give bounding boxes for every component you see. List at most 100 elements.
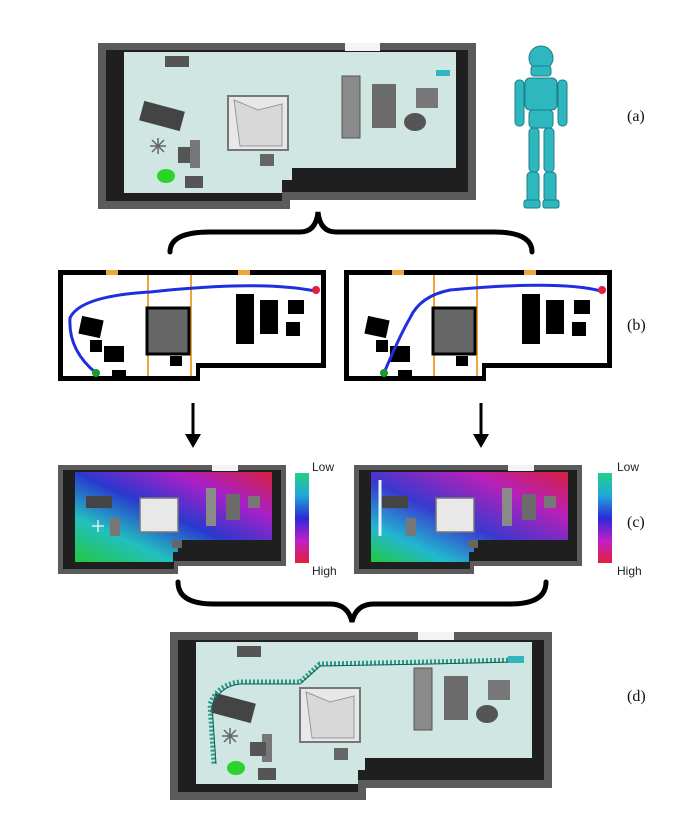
shelf xyxy=(110,518,120,536)
door-mark xyxy=(190,275,192,376)
shelf xyxy=(262,734,272,762)
colorbar-low-label: Low xyxy=(312,460,334,474)
goal-point xyxy=(312,286,320,294)
door-gap xyxy=(345,43,380,51)
sofa xyxy=(502,488,512,526)
obstacle xyxy=(456,356,468,366)
stool xyxy=(172,540,182,548)
armchair xyxy=(488,680,510,700)
fan-icon xyxy=(222,728,238,744)
obstacle xyxy=(522,294,540,344)
chair xyxy=(250,742,266,756)
fan-icon xyxy=(92,520,104,532)
obstacle xyxy=(286,322,300,336)
panel-label-d: (d) xyxy=(627,688,646,705)
sofa xyxy=(206,488,216,526)
table xyxy=(226,494,240,520)
colorbar-gradient xyxy=(598,473,612,563)
armchair xyxy=(544,496,556,508)
stool xyxy=(260,154,274,166)
panel-d-trajectory xyxy=(170,632,552,800)
down-arrow-icon xyxy=(473,403,489,448)
shelf xyxy=(406,518,416,536)
stool xyxy=(468,540,478,548)
obstacle xyxy=(398,370,412,378)
obstacle xyxy=(288,300,304,314)
panel-label-c: (c) xyxy=(627,514,645,531)
start-point xyxy=(380,369,388,377)
planned-path xyxy=(68,284,316,375)
panel-label-a: (a) xyxy=(627,108,645,125)
sofa xyxy=(413,667,433,731)
obstacle xyxy=(90,340,102,352)
obstacle-bed xyxy=(145,306,191,356)
obstacle xyxy=(260,300,278,334)
obstacle xyxy=(112,370,126,378)
desk xyxy=(382,496,408,508)
humanoid-robot-icon xyxy=(514,45,568,209)
goal-point xyxy=(598,286,606,294)
tv-stand xyxy=(165,56,189,67)
obstacle xyxy=(376,340,388,352)
obstacle-bed xyxy=(431,306,477,356)
shelf-a xyxy=(190,140,200,168)
door-mark xyxy=(392,270,404,275)
colorbar-gradient xyxy=(295,473,309,563)
chair-round xyxy=(476,705,498,723)
desk xyxy=(86,496,112,508)
bed xyxy=(139,497,179,533)
down-arrow-icon xyxy=(185,403,201,448)
bed xyxy=(435,497,475,533)
desk xyxy=(210,692,256,724)
obstacle xyxy=(170,356,182,366)
door-mark xyxy=(106,270,118,275)
green-bin xyxy=(227,761,245,775)
panel-c-heatmap-left xyxy=(58,465,286,574)
colorbar-high-label: High xyxy=(617,564,642,578)
robot-trajectory xyxy=(207,657,517,765)
brace-icon xyxy=(175,579,549,623)
door-mark xyxy=(476,275,478,376)
panel-b-map-left xyxy=(58,270,326,381)
table xyxy=(444,676,468,720)
armchair xyxy=(248,496,260,508)
obstacle xyxy=(236,294,254,344)
brace-icon xyxy=(167,211,535,255)
green-bin xyxy=(157,169,175,183)
door-gap xyxy=(212,465,238,471)
planned-path xyxy=(382,283,602,374)
box xyxy=(258,768,276,780)
obstacle xyxy=(364,315,390,339)
chair-round xyxy=(404,113,426,131)
door-gap xyxy=(418,632,454,640)
obstacle xyxy=(574,300,590,314)
panel-a-environment xyxy=(98,43,476,209)
colorbar-low-label: Low xyxy=(617,460,639,474)
obstacle xyxy=(572,322,586,336)
desk xyxy=(139,100,185,132)
bed-sheet xyxy=(233,99,283,147)
obstacle xyxy=(546,300,564,334)
sofa xyxy=(341,75,361,139)
panel-b-map-right xyxy=(344,270,612,381)
fan-icon xyxy=(150,138,166,154)
door-gap xyxy=(508,465,534,471)
robot-small-a xyxy=(436,70,450,76)
obstacle xyxy=(78,315,104,339)
robot-small-d xyxy=(508,656,524,663)
colorbar-right: Low High xyxy=(598,460,642,578)
robot-trajectory xyxy=(211,661,517,765)
start-point xyxy=(92,369,100,377)
obstacle xyxy=(104,346,124,362)
panel-c-heatmap-right xyxy=(354,465,582,574)
colorbar-high-label: High xyxy=(312,564,337,578)
stool xyxy=(334,748,348,760)
tv-stand xyxy=(237,646,261,657)
armchair xyxy=(416,88,438,108)
table xyxy=(522,494,536,520)
door-mark xyxy=(238,270,250,275)
box xyxy=(185,176,203,188)
panel-label-b: (b) xyxy=(627,317,646,334)
table xyxy=(372,84,396,128)
